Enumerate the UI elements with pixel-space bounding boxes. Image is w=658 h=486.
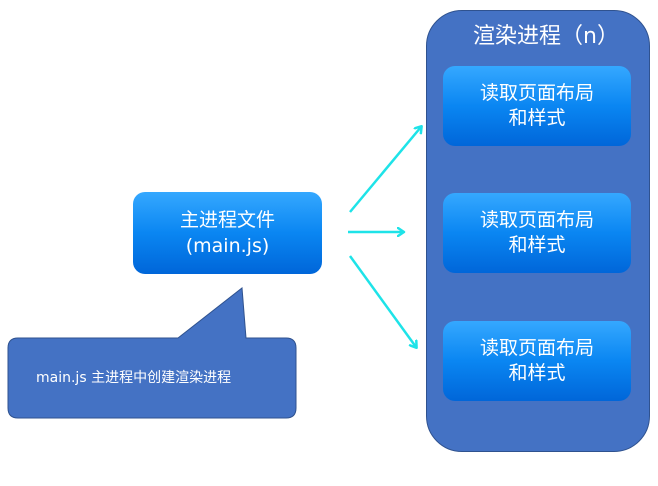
main-process-label-line2: (main.js) (185, 235, 270, 257)
arrow-to-renderer-1 (349, 127, 421, 213)
callout-shape (7, 287, 297, 419)
callout-text: main.js 主进程中创建渲染进程 (36, 370, 232, 386)
renderer-process-label-line2: 和样式 (508, 234, 566, 256)
renderer-process-label-line1: 读取页面布局 (479, 337, 594, 359)
renderer-process-label-line1: 读取页面布局 (479, 82, 594, 104)
arrow-to-renderer-3 (348, 255, 416, 347)
main-process-box: 主进程文件 (main.js) (133, 192, 322, 274)
renderer-process-box-1: 读取页面布局 和样式 (443, 66, 631, 146)
renderer-group-title: 渲染进程（n） (473, 24, 619, 49)
renderer-process-box-3: 读取页面布局 和样式 (443, 321, 631, 401)
main-process-label-line1: 主进程文件 (179, 209, 275, 231)
renderer-process-label-line1: 读取页面布局 (479, 209, 594, 231)
renderer-process-label-line2: 和样式 (508, 362, 566, 384)
renderer-process-box-2: 读取页面布局 和样式 (443, 193, 631, 273)
renderer-process-label-line2: 和样式 (508, 107, 566, 129)
